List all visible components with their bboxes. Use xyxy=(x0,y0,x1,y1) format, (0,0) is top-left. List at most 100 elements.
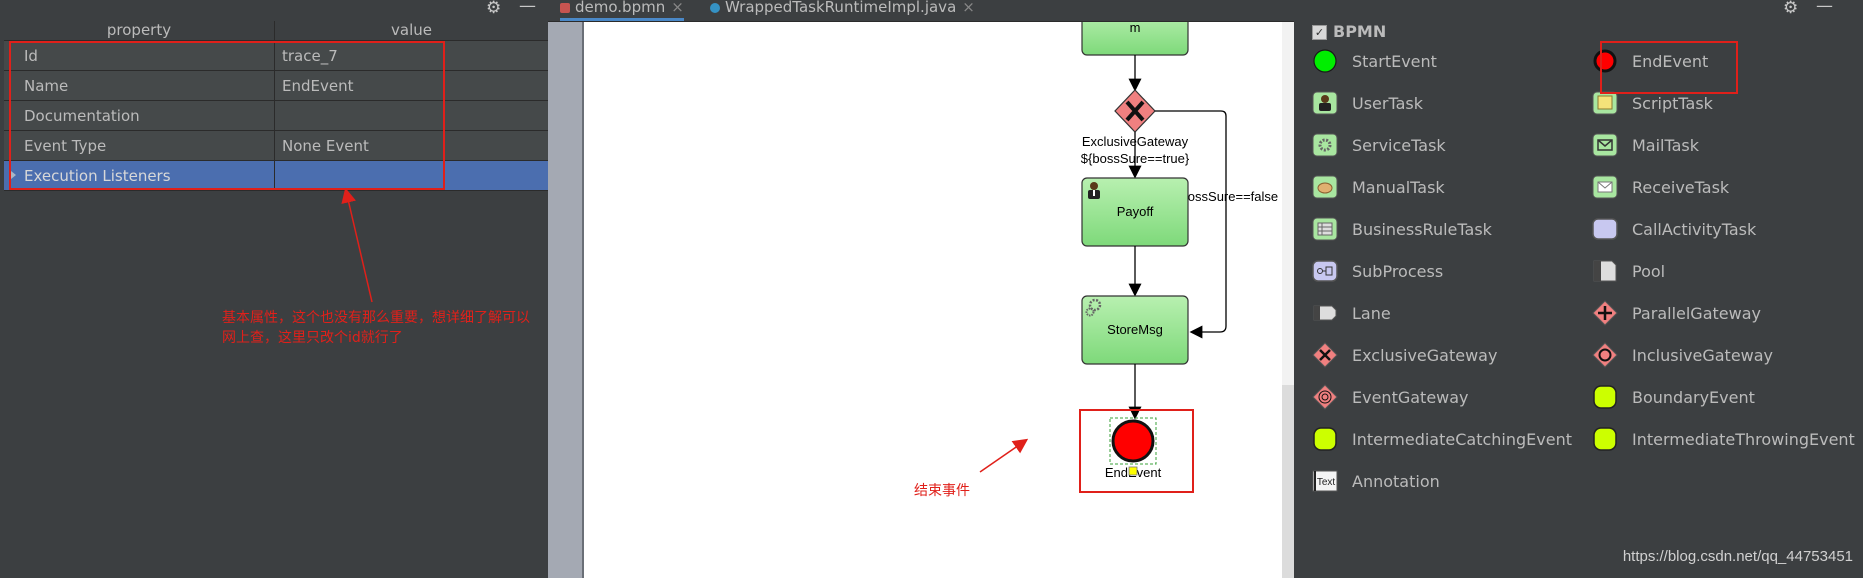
flow-false[interactable] xyxy=(1155,110,1227,339)
parallel-gateway-icon xyxy=(1592,300,1618,326)
palette-item-label: ReceiveTask xyxy=(1632,178,1730,197)
palette-item-label: SubProcess xyxy=(1352,262,1444,281)
palette-item-label: InclusiveGateway xyxy=(1632,346,1774,365)
start-event-icon xyxy=(1313,49,1337,73)
annotation-arrow xyxy=(341,187,373,303)
event-gateway-icon xyxy=(1312,384,1338,410)
script-task-icon xyxy=(1592,91,1618,115)
property-row-name[interactable]: Name EndEvent xyxy=(4,71,548,101)
task-top[interactable]: m xyxy=(1081,22,1189,56)
intermediate-catching-event-icon xyxy=(1313,427,1337,451)
palette-item-label: Annotation xyxy=(1352,472,1440,491)
property-name: Documentation xyxy=(24,107,140,125)
canvas-scrollbar-thumb[interactable] xyxy=(1282,385,1294,578)
task-storemsg[interactable]: StoreMsg xyxy=(1081,295,1189,365)
end-event[interactable] xyxy=(1109,417,1157,465)
receive-task-icon xyxy=(1592,175,1618,199)
minimize-icon[interactable]: — xyxy=(519,0,536,16)
payoff-label: Payoff xyxy=(1117,204,1154,219)
close-icon[interactable]: × xyxy=(962,0,975,16)
palette-item-label: IntermediateThrowingEvent xyxy=(1632,430,1855,449)
highlight-box-properties xyxy=(9,41,445,190)
palette-item-label: BusinessRuleTask xyxy=(1352,220,1492,239)
java-class-icon xyxy=(710,3,720,13)
palette-item-label: EndEvent xyxy=(1632,52,1709,71)
property-column-header: property xyxy=(106,21,172,39)
lane-icon xyxy=(1313,305,1337,321)
palette-item-label: EventGateway xyxy=(1352,388,1469,407)
mail-task-icon xyxy=(1592,133,1618,157)
bpmn-file-icon xyxy=(560,3,570,13)
property-value-id[interactable]: trace_7 xyxy=(282,47,338,65)
user-task-icon xyxy=(1312,91,1338,115)
property-row-documentation[interactable]: Documentation xyxy=(4,101,548,131)
property-name: Event Type xyxy=(24,137,107,155)
tab-label: demo.bpmn xyxy=(575,0,666,16)
user-icon xyxy=(1088,182,1100,199)
business-rule-task-icon xyxy=(1312,217,1338,241)
storemsg-label: StoreMsg xyxy=(1107,322,1163,337)
editor-tab-bar: demo.bpmn × WrappedTaskRuntimeImpl.java × xyxy=(548,0,1294,22)
palette-group-checkbox[interactable]: ✓ xyxy=(1312,25,1327,40)
call-activity-task-icon xyxy=(1592,218,1618,240)
properties-table-header: property value xyxy=(4,21,548,41)
task-top-label: m xyxy=(1130,22,1141,35)
palette-item-label: ServiceTask xyxy=(1352,136,1446,155)
bpmn-diagram: m ExclusiveGateway ${bossSure==true} ${b… xyxy=(914,22,1278,498)
watermark: https://blog.csdn.net/qq_44753451 xyxy=(1622,548,1853,565)
property-value-event-type[interactable]: None Event xyxy=(282,137,369,155)
property-name: Id xyxy=(24,47,38,65)
property-row-event-type[interactable]: Event Type None Event xyxy=(4,131,548,161)
properties-toolbar: ⚙ — xyxy=(0,0,548,21)
bpmn-palette: ⚙ — ✓BPMN StartEvent EndEvent UserTask S… xyxy=(1298,0,1863,578)
palette-item-label: IntermediateCatchingEvent xyxy=(1352,430,1572,449)
properties-table: property value Id trace_7 Name EndEvent … xyxy=(4,21,548,191)
minimize-icon[interactable]: — xyxy=(1816,0,1833,16)
property-name: Execution Listeners xyxy=(24,167,171,185)
properties-annotation-text: 基本属性，这个也没有那么重要，想详细了解可以网上查，这里只改个id就行了 xyxy=(222,310,530,346)
gear-icon[interactable]: ⚙ xyxy=(1783,0,1799,18)
palette-item-label: Pool xyxy=(1632,262,1666,281)
subprocess-icon xyxy=(1312,260,1338,282)
service-gear-icon xyxy=(1085,298,1102,317)
palette-item-label: ScriptTask xyxy=(1632,94,1713,113)
property-row-execution-listeners[interactable]: Execution Listeners xyxy=(4,161,548,191)
tab-wrapped-task-runtime-impl[interactable]: WrappedTaskRuntimeImpl.java × xyxy=(710,0,975,21)
palette-item-label: Lane xyxy=(1352,304,1391,323)
label-handle[interactable] xyxy=(1128,466,1138,476)
inclusive-gateway-icon xyxy=(1592,342,1618,368)
manual-task-icon xyxy=(1312,175,1338,199)
annotation-icon: Text xyxy=(1312,470,1338,492)
pool-icon xyxy=(1593,260,1617,282)
annotation-icon-text: Text xyxy=(1317,477,1336,488)
task-payoff[interactable]: Payoff xyxy=(1081,177,1189,247)
tab-demo-bpmn[interactable]: demo.bpmn × xyxy=(560,0,684,21)
end-annotation-arrow xyxy=(979,438,1029,473)
end-annotation-text: 结束事件 xyxy=(914,482,970,498)
properties-panel: ⚙ — property value Id trace_7 Name EndEv… xyxy=(0,0,548,578)
palette-item-label: ParallelGateway xyxy=(1632,304,1761,323)
palette-item-label: ManualTask xyxy=(1352,178,1445,197)
gear-icon[interactable]: ⚙ xyxy=(486,0,502,18)
service-task-icon xyxy=(1312,133,1338,157)
palette-group-header[interactable]: ✓ BPMN xyxy=(1312,22,1386,42)
exclusive-gateway-icon xyxy=(1312,342,1338,368)
palette-item-label: CallActivityTask xyxy=(1632,220,1757,239)
highlight-box-endevent xyxy=(1079,409,1194,493)
property-name: Name xyxy=(24,77,69,95)
palette-item-label: MailTask xyxy=(1632,136,1700,155)
palette-item-label: UserTask xyxy=(1352,94,1423,113)
editor-gutter xyxy=(548,22,584,578)
value-column-header: value xyxy=(391,21,432,39)
highlight-box-palette-endevent xyxy=(1600,41,1738,94)
property-row-id[interactable]: Id trace_7 xyxy=(4,41,548,71)
false-condition-label: ${bossSure==false xyxy=(1169,189,1278,204)
boundary-event-icon xyxy=(1593,385,1617,409)
tab-label: WrappedTaskRuntimeImpl.java xyxy=(725,0,957,16)
close-icon[interactable]: × xyxy=(671,0,684,16)
property-value-name[interactable]: EndEvent xyxy=(282,77,354,95)
exclusive-gateway[interactable] xyxy=(1114,89,1156,133)
expand-arrow-icon[interactable] xyxy=(11,171,16,179)
palette-item-label: ExclusiveGateway xyxy=(1352,346,1498,365)
palette-title: BPMN xyxy=(1333,22,1387,41)
